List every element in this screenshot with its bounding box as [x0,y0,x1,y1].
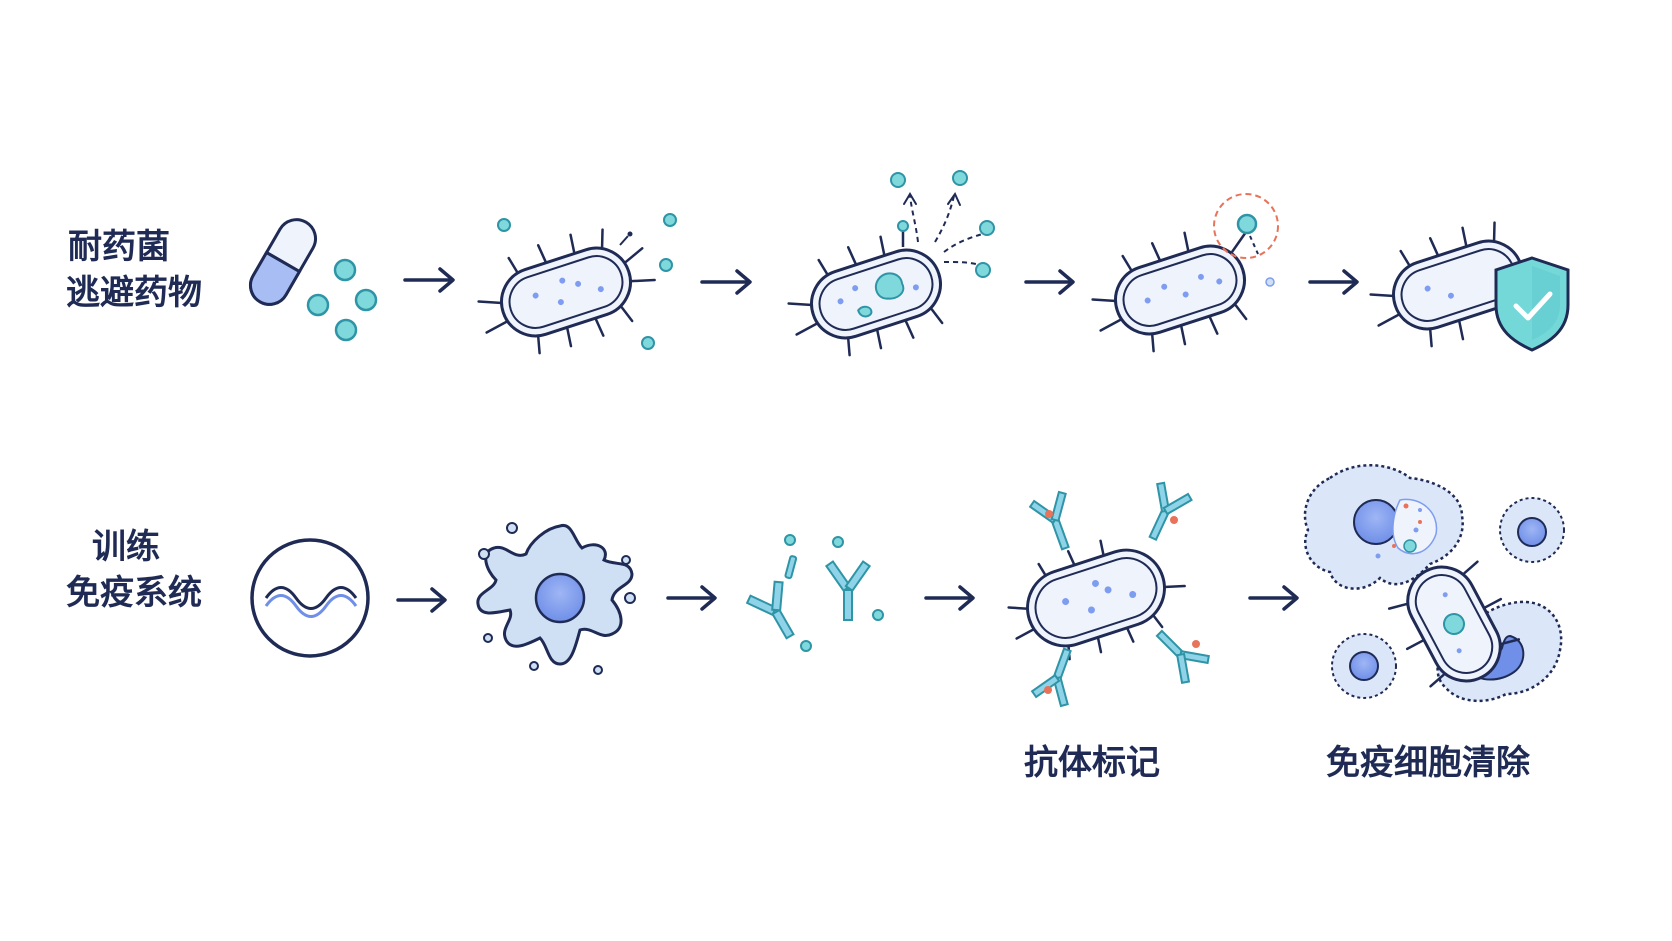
antibody-tagged-bacterium-icon [1007,481,1210,708]
row-label-line: 耐药菌 [68,227,170,267]
arrow-right-icon [1248,585,1299,611]
bacterium-efflux-icon [787,170,995,357]
caption-antibody-tagging: 抗体标记 [1024,743,1160,783]
caption-immune-clearance: 免疫细胞清除 [1326,743,1530,783]
antigen-particles [784,534,884,652]
wave-circle-icon [250,538,370,658]
bacterium-blocking-icon [1091,193,1279,353]
drug-particles [306,258,378,342]
arrow-right-icon [924,585,975,611]
arrow-right-icon [666,585,717,611]
arrow-right-icon [1024,269,1075,295]
bacterium-icon [477,228,656,355]
row-label-line: 训练 [92,527,160,567]
row-label-train-immune-system: 训练 免疫系统 [66,524,202,616]
row-label-drug-resistant-bacteria: 耐药菌 逃避药物 [66,224,202,316]
arrow-right-icon [396,587,447,613]
arrow-right-icon [700,269,752,295]
antibody-icons [745,555,872,640]
capsule-pill-icon [249,218,317,306]
phagocyte-engulfing-icon [1303,464,1565,703]
shield-check-icon [1494,256,1570,352]
arrow-right-icon [403,267,455,293]
drug-particles [497,213,677,350]
immune-cell-icon [476,522,636,675]
row-label-line: 免疫系统 [66,573,202,613]
arrow-right-icon [1308,269,1359,295]
row-label-line: 逃避药物 [66,273,202,313]
